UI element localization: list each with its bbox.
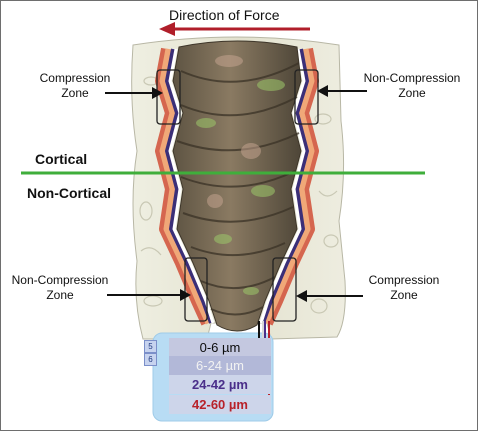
zone-box-top-right [294, 69, 319, 125]
gap-layers [155, 47, 319, 326]
legend-row-0-6: 0-6 µm [169, 338, 271, 357]
legend-row-42-60: 42-60 µm [169, 395, 271, 414]
implant-highlights [196, 79, 285, 295]
zone-box-bottom-right [272, 257, 297, 322]
zone-box-bottom-left [184, 257, 208, 322]
legend-index-5: 5 [144, 340, 157, 353]
cortical-label: Cortical [35, 151, 88, 167]
zone-box-top-left [156, 69, 181, 125]
zone-pointers [105, 85, 367, 302]
legend-index-6: 6 [144, 353, 157, 366]
bone-texture [139, 76, 339, 314]
force-title: Direction of Force [169, 7, 280, 23]
legend-row-6-24: 6-24 µm [169, 356, 271, 375]
non-cortical-label: Non-Cortical [27, 185, 111, 201]
implant-texture [207, 55, 261, 208]
zone-label-top-right: Non-Compression Zone [363, 71, 461, 100]
zone-label-top-left: Compression Zone [39, 71, 111, 100]
legend-row-24-42: 24-42 µm [169, 375, 271, 394]
force-arrowhead [159, 22, 175, 36]
implant-threads [176, 62, 300, 316]
zone-label-bottom-right: Compression Zone [368, 273, 440, 302]
zone-label-bottom-left: Non-Compression Zone [11, 273, 109, 302]
